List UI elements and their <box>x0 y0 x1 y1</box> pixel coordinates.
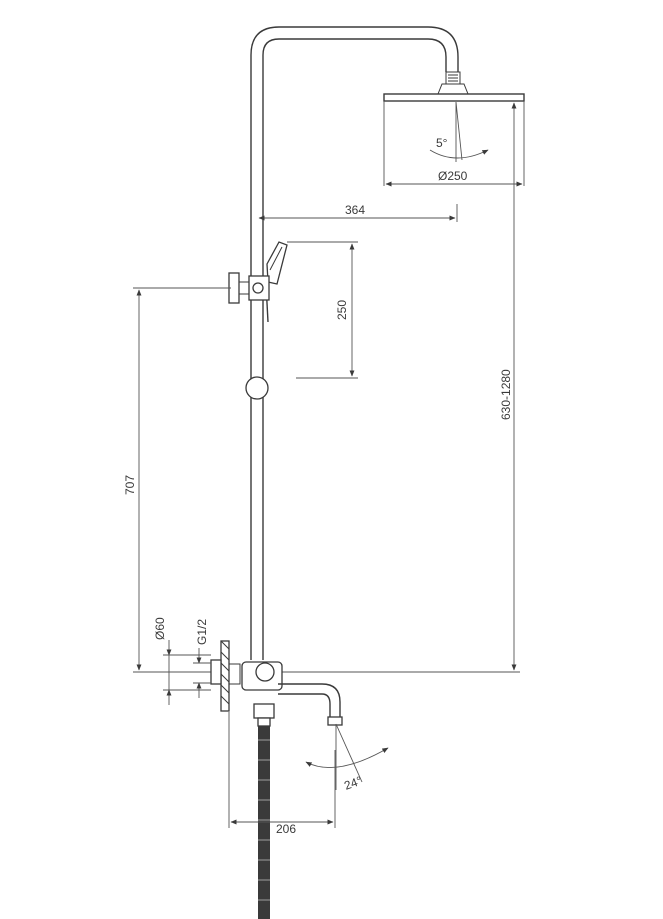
bath-mixer-body <box>241 661 283 727</box>
shower-hose <box>258 726 270 919</box>
arm-reach-label: 364 <box>345 203 365 217</box>
height-stop-knob <box>245 376 269 400</box>
overhead-shower-head <box>383 71 525 186</box>
spout-projection-label: 206 <box>276 822 296 836</box>
spout-swivel-label: 24° <box>342 773 364 792</box>
arm-reach-dimension <box>258 204 458 222</box>
riser-pipe <box>250 26 459 660</box>
head-diameter-label: Ø250 <box>438 169 468 183</box>
flange-diameter-dimension <box>163 640 211 705</box>
slider-bracket <box>228 272 270 304</box>
height-range-dimension <box>262 102 520 673</box>
bar-height-dimension <box>133 287 231 673</box>
bath-spout <box>278 683 343 726</box>
spout-swivel-dimension <box>305 723 389 790</box>
spout-projection-dimension <box>228 712 336 828</box>
wall-flange <box>210 640 241 712</box>
thread-dimension <box>193 648 211 698</box>
hand-shower-label: 250 <box>335 300 349 320</box>
head-tilt-label: 5° <box>436 136 448 150</box>
height-range-label: 630-1280 <box>499 369 513 420</box>
thread-label: G1/2 <box>195 619 209 645</box>
flange-diameter-label: Ø60 <box>153 617 167 640</box>
bar-height-label: 707 <box>123 475 137 495</box>
hand-shower <box>265 241 288 323</box>
hand-shower-dimension <box>287 241 358 379</box>
